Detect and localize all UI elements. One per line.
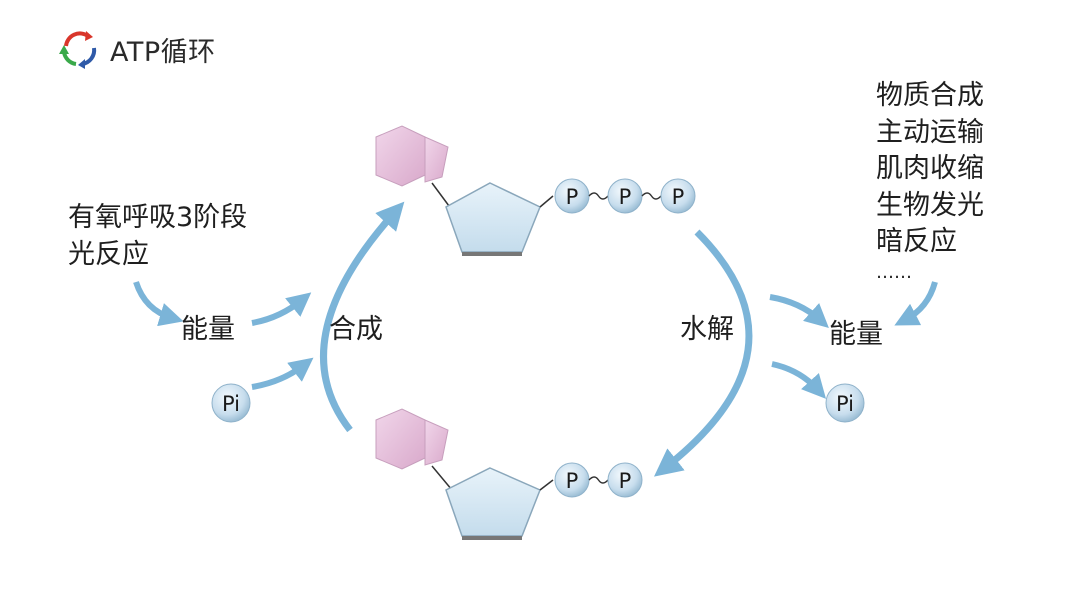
high-energy-bond <box>588 192 609 200</box>
phosphate-bead <box>660 178 696 214</box>
energy-out-arrow <box>769 294 829 329</box>
hydrolysis-label: 水解 <box>680 314 734 345</box>
high-energy-bond <box>641 192 662 200</box>
source-to-energy-arrow <box>133 280 184 327</box>
pi-in-bead: Pi <box>211 383 251 423</box>
hydrolysis-arc-arrow <box>654 229 753 477</box>
phosphate-bead <box>607 462 643 498</box>
cycle-icon <box>59 31 97 69</box>
use-item: 肌肉收缩 <box>876 153 984 184</box>
use-to-energy-arrow <box>894 281 938 326</box>
energy-sources-list: 有氧呼吸3阶段 光反应 <box>68 200 247 273</box>
synthesis-arc-arrow <box>320 201 405 433</box>
use-item: 主动运输 <box>876 116 984 148</box>
energy-uses-list: 物质合成 主动运输 肌肉收缩 生物发光 暗反应 …… <box>876 78 984 285</box>
synthesis-label: 合成 <box>329 314 383 345</box>
use-item: 生物发光 <box>876 189 984 221</box>
energy-in-label: 能量 <box>181 314 235 345</box>
energy-out-label: 能量 <box>829 319 883 350</box>
phosphate-label: P <box>566 469 579 493</box>
phosphate-label: P <box>619 469 632 493</box>
adenine-hexagon <box>375 408 426 470</box>
adenine-pentagon <box>424 136 449 183</box>
energy-in-arrow <box>251 292 312 326</box>
pi-out-label: Pi <box>836 392 854 416</box>
source-item: 有氧呼吸3阶段 <box>68 202 248 233</box>
phosphate-label: P <box>566 185 579 209</box>
title-bar: ATP循环 <box>58 28 216 70</box>
pi-out-arrow <box>771 361 827 399</box>
adenine-pentagon <box>424 419 449 466</box>
adenine-hexagon <box>375 125 426 187</box>
phosphate-label: P <box>672 185 685 209</box>
ribose-pentagon <box>445 467 541 537</box>
high-energy-bond <box>588 476 609 484</box>
source-item: 光反应 <box>68 238 149 270</box>
pi-in-label: Pi <box>222 392 240 416</box>
ribose-pentagon <box>445 182 541 253</box>
use-item: …… <box>876 261 912 283</box>
pi-in-arrow <box>251 357 314 390</box>
use-item: 物质合成 <box>876 80 984 111</box>
use-item: 暗反应 <box>876 226 957 257</box>
pi-out-bead: Pi <box>825 383 865 423</box>
phosphate-label: P <box>619 185 632 209</box>
page-title: ATP循环 <box>110 36 216 68</box>
